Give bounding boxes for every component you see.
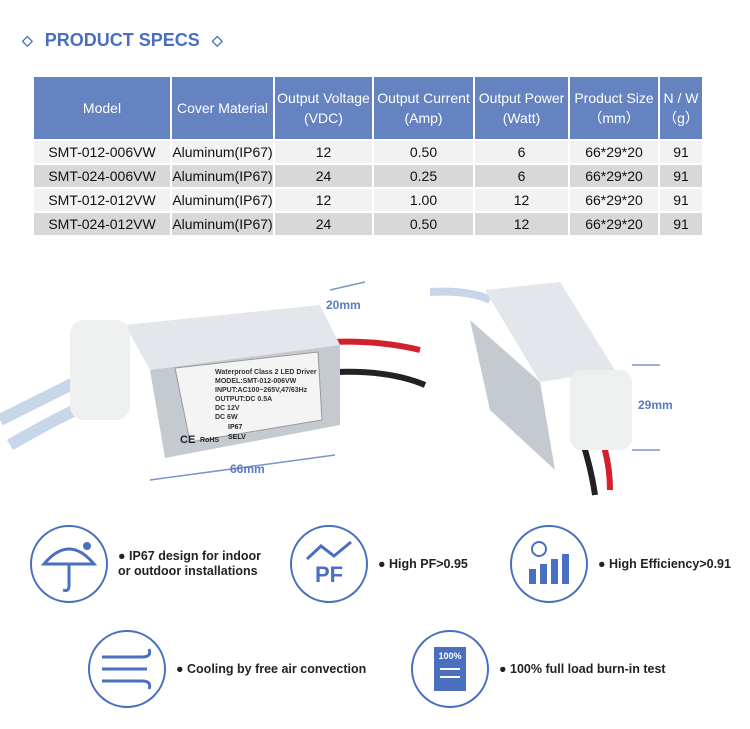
label-line: INPUT:AC100~265V,47/63Hz [215,387,308,394]
icon-text: 100% [438,651,461,661]
table-cell: 12 [275,141,372,163]
table-cell: 6 [475,141,568,163]
feature-text: ● High PF>0.95 [378,557,468,572]
column-header: Output Current (Amp) [374,77,473,139]
depth-dimension: 29mm [638,398,673,412]
column-header: N / W （g） [660,77,702,139]
feature-line: ● Cooling by free air convection [176,661,367,676]
product-photos [0,281,660,496]
feature-item: PF ● High PF>0.95 [290,525,468,603]
header-text: Output Voltage [277,90,370,106]
feature-text: ● High Efficiency>0.91 [598,557,731,572]
feature-text: ● 100% full load burn-in test [499,662,666,677]
label-line: MODEL:SMT-012-006VW [215,378,297,385]
table-cell: SMT-012-006VW [34,141,170,163]
table-cell: 66*29*20 [570,189,658,211]
power-factor-icon: PF [290,525,368,603]
header-text: Model [82,100,122,116]
feature-item: 100% ● 100% full load burn-in test [411,630,666,708]
diamond-icon: ◇ [211,32,223,48]
table-cell: 12 [475,189,568,211]
diamond-icon: ◇ [22,32,33,48]
table-cell: 24 [275,213,372,235]
document-100-icon: 100% [411,630,489,708]
table-cell: 1.00 [374,189,473,211]
product-photo-front [0,305,427,458]
table-cell: SMT-012-012VW [34,189,170,211]
ce-mark: CE [180,434,196,446]
table-cell: 66*29*20 [570,213,658,235]
header-text: Output Current [377,90,470,106]
selv-mark: SELV [228,434,246,441]
efficiency-chart-icon [510,525,588,603]
header-text: Product Size [574,90,654,106]
table-cell: 66*29*20 [570,141,658,163]
table-cell: 91 [660,213,702,235]
ip67-mark: IP67 [228,424,243,431]
table-cell: SMT-024-006VW [34,165,170,187]
feature-line: ● 100% full load burn-in test [499,661,666,676]
table-cell: Aluminum(IP67) [172,141,273,163]
height-dimension: 20mm [326,298,361,312]
header-text: Output Power [478,90,565,106]
icon-text: PF [315,562,343,587]
label-line: Waterproof Class 2 LED Driver [215,369,317,376]
column-header: Output Power (Watt) [475,77,568,139]
label-line: OUTPUT:DC 0.5A [215,396,273,403]
width-dimension: 66mm [230,462,265,476]
table-cell: SMT-024-012VW [34,213,170,235]
column-header: Model [34,77,170,139]
table-cell: 12 [475,213,568,235]
feature-line: ● High PF>0.95 [378,556,468,571]
header-text: (VDC) [304,110,343,126]
air-flow-icon [88,630,166,708]
label-line: DC 12V [215,405,240,412]
column-header: Product Size （mm） [570,77,658,139]
table-cell: 6 [475,165,568,187]
feature-item: ● High Efficiency>0.91 [510,525,731,603]
header-text: (Amp) [404,110,443,126]
header-text: (Watt) [502,110,541,126]
table-cell: 91 [660,189,702,211]
feature-line: or outdoor installations [118,564,258,578]
header-text: Cover Material [176,100,269,116]
feature-line: ● High Efficiency>0.91 [598,556,731,571]
table-cell: 0.25 [374,165,473,187]
table-cell: 66*29*20 [570,165,658,187]
table-cell: 0.50 [374,213,473,235]
label-line: DC 6W [215,414,238,421]
title-text: PRODUCT SPECS [44,30,200,50]
header-text: （g） [663,110,699,126]
feature-text: ● Cooling by free air convection [176,662,366,677]
rohs-mark: RoHS [200,437,220,444]
feature-line: ● IP67 design for indoor [118,549,261,563]
table-cell: Aluminum(IP67) [172,165,273,187]
table-cell: 91 [660,165,702,187]
section-title: ◇ PRODUCT SPECS ◇ [22,30,223,51]
table-cell: 91 [660,141,702,163]
table-cell: Aluminum(IP67) [172,213,273,235]
product-photo-side [429,282,632,496]
feature-item: ● Cooling by free air convection [88,630,366,708]
column-header: Output Voltage (VDC) [275,77,372,139]
table-cell: 24 [275,165,372,187]
umbrella-rain-icon [30,525,108,603]
table-cell: Aluminum(IP67) [172,189,273,211]
header-text: N / W [663,90,699,106]
header-text: （mm） [588,110,640,126]
table-cell: 12 [275,189,372,211]
table-cell: 0.50 [374,141,473,163]
column-header: Cover Material [172,77,273,139]
